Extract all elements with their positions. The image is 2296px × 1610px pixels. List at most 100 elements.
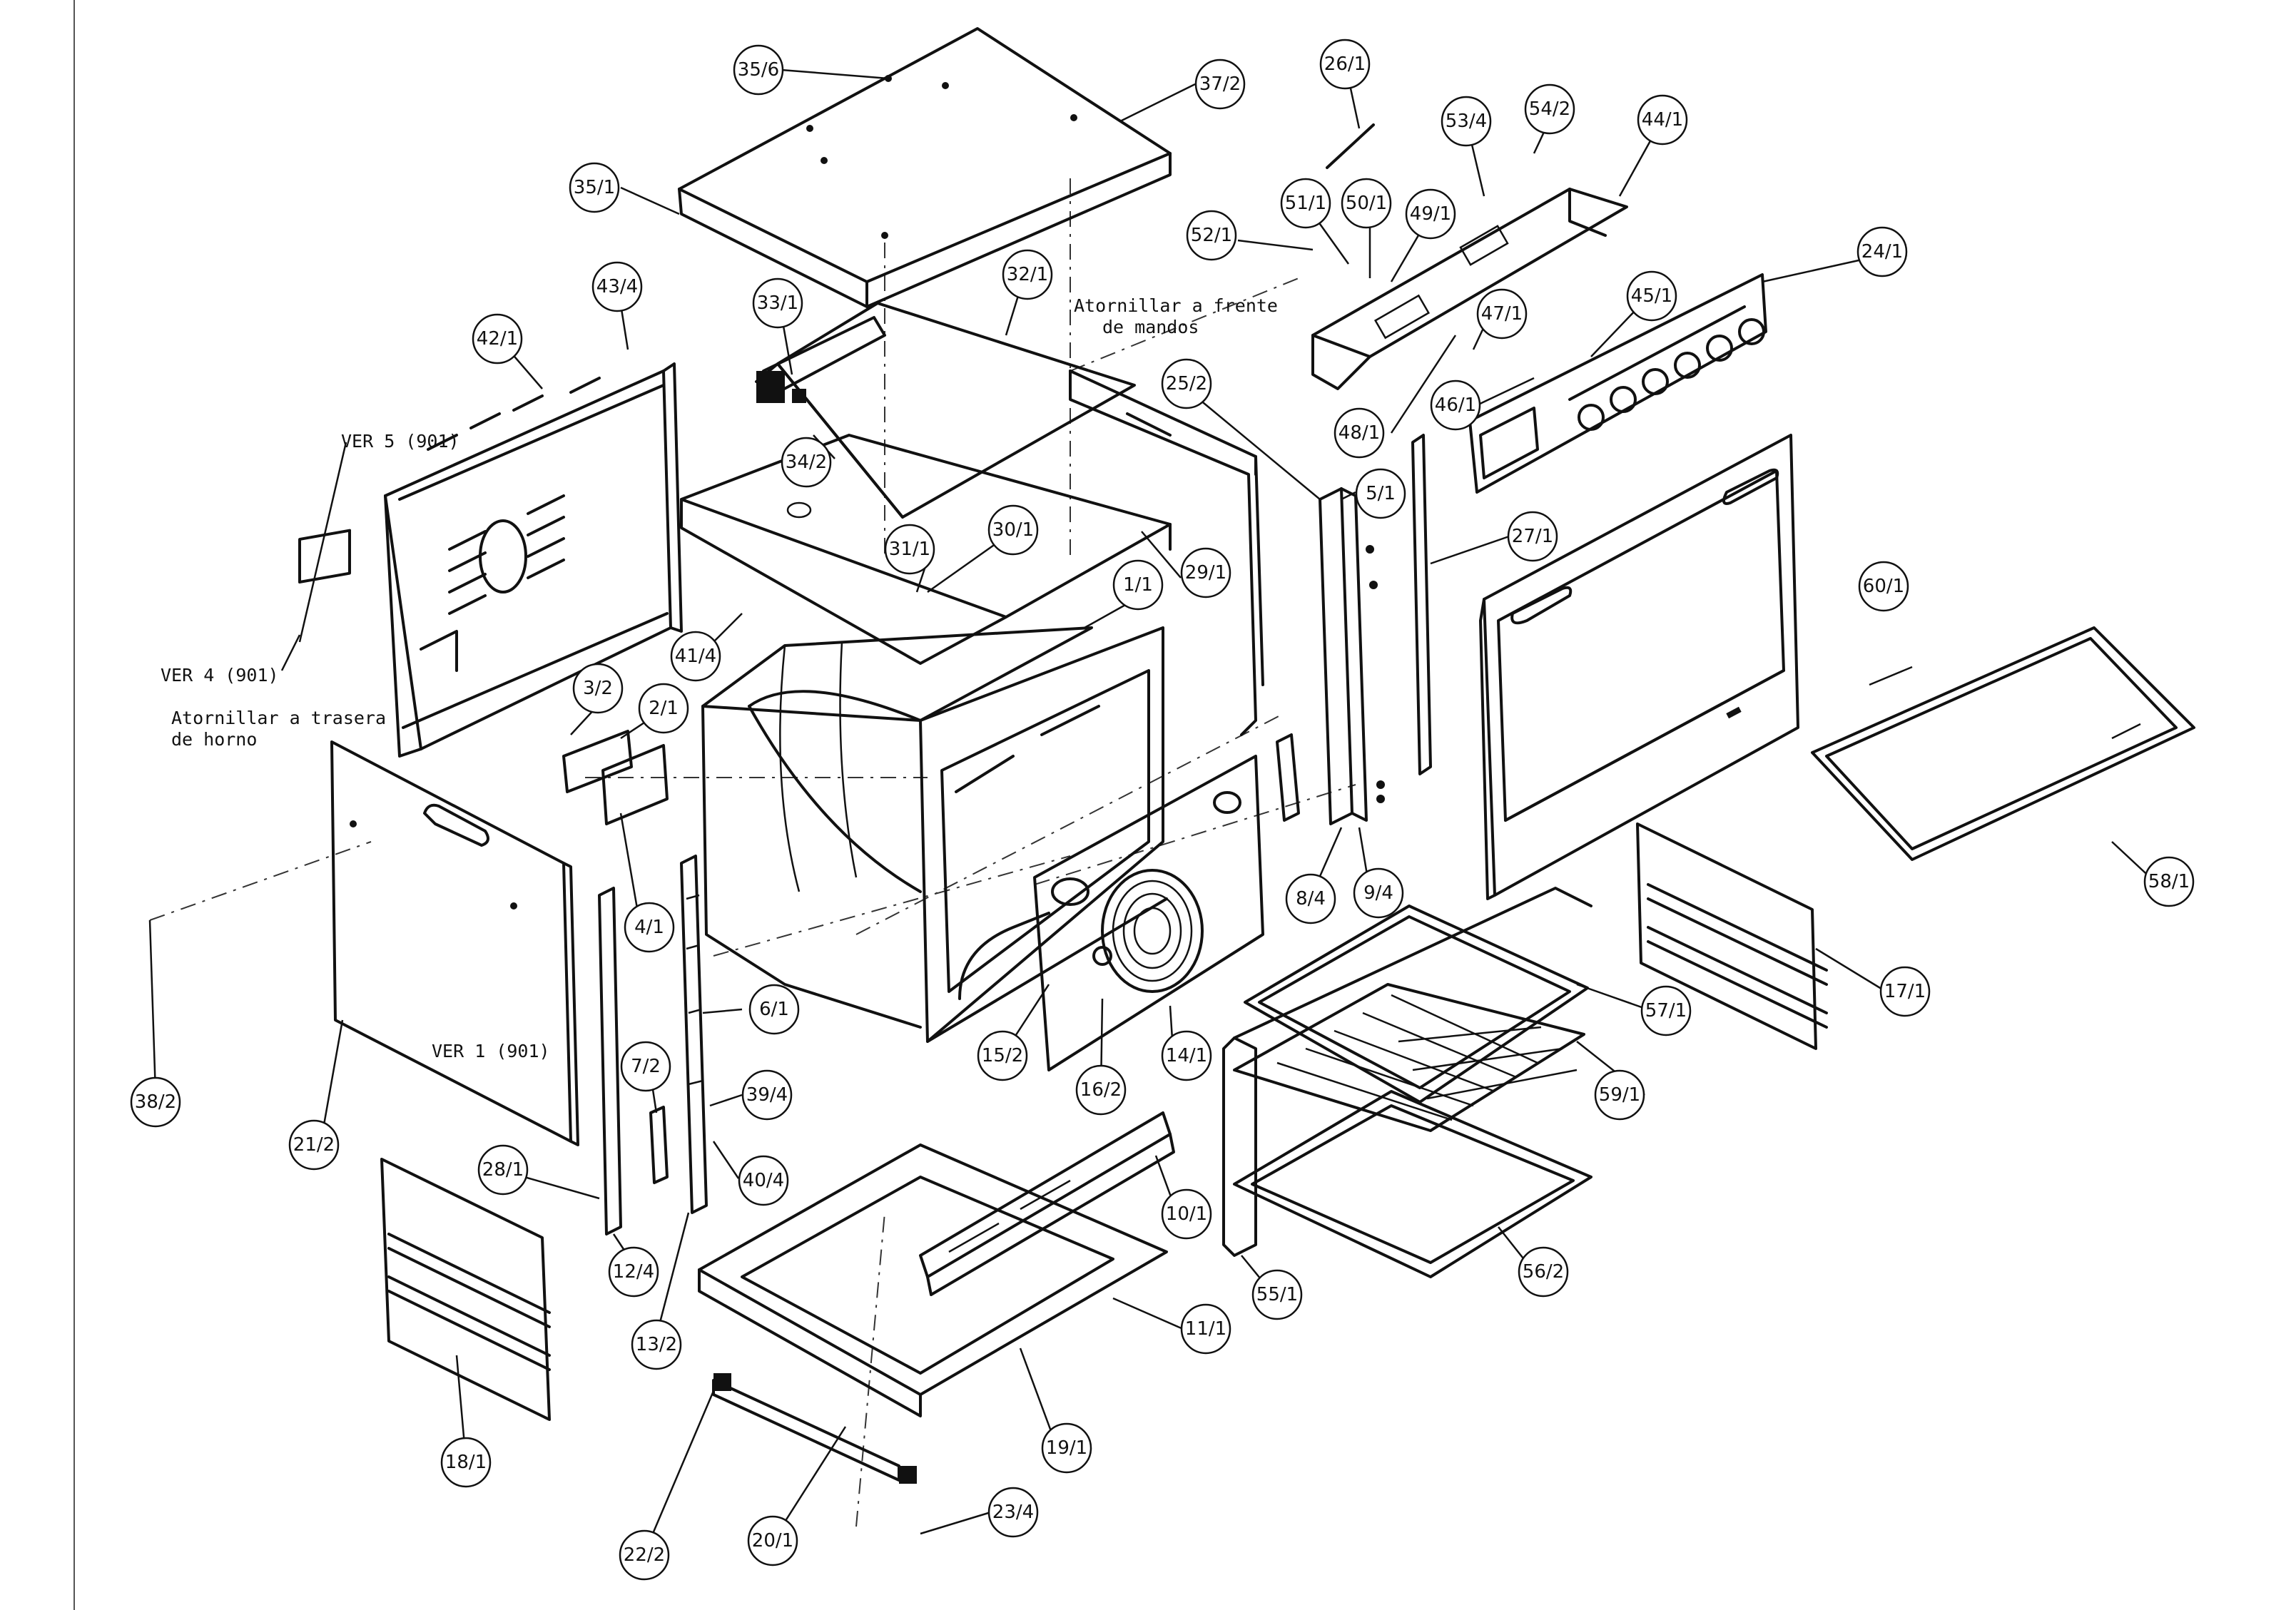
note-ver1: VER 1 (901)	[432, 1041, 550, 1061]
callout-24-1-label: 24/1	[1861, 241, 1903, 263]
front-rail-part	[712, 1373, 917, 1484]
callout-53-4: 53/4	[1441, 96, 1492, 147]
callout-33-1-label: 33/1	[757, 292, 798, 314]
callout-19-1: 19/1	[1041, 1422, 1092, 1474]
baking-tray-part	[1244, 905, 1589, 1104]
callout-3-2: 3/2	[572, 663, 624, 714]
callout-54-2-label: 54/2	[1529, 98, 1570, 120]
callout-44-1-label: 44/1	[1642, 109, 1683, 131]
callout-44-1: 44/1	[1637, 94, 1688, 146]
callout-40-4: 40/4	[738, 1155, 789, 1206]
control-panel-part	[1468, 273, 1767, 494]
callout-57-1: 57/1	[1640, 985, 1692, 1036]
callout-45-1: 45/1	[1626, 270, 1677, 322]
callout-51-1: 51/1	[1280, 178, 1331, 229]
callout-9-4: 9/4	[1353, 867, 1404, 919]
callout-49-1-label: 49/1	[1410, 203, 1451, 225]
callout-52-1: 52/1	[1186, 210, 1237, 261]
note-ver4: VER 4 (901)	[161, 665, 279, 686]
callout-38-2-label: 38/2	[135, 1091, 176, 1113]
callout-55-1-label: 55/1	[1256, 1284, 1298, 1305]
callout-10-1-label: 10/1	[1166, 1203, 1207, 1225]
callout-5-1-label: 5/1	[1366, 483, 1396, 504]
callout-56-2: 56/2	[1518, 1246, 1569, 1298]
callout-32-1: 32/1	[1002, 249, 1053, 300]
callout-14-1-label: 14/1	[1166, 1045, 1207, 1066]
left-side-panel-part	[330, 740, 579, 1146]
callout-35-1-label: 35/1	[574, 177, 615, 198]
callout-4-1: 4/1	[624, 902, 675, 953]
callout-22-2-label: 22/2	[624, 1544, 665, 1566]
callout-22-2: 22/2	[619, 1529, 670, 1581]
callout-21-2: 21/2	[288, 1119, 340, 1171]
callout-39-4-label: 39/4	[746, 1084, 788, 1106]
note-rear-line1: Atornillar a trasera	[171, 708, 386, 728]
callout-5-1: 5/1	[1355, 468, 1406, 519]
callout-40-4-label: 40/4	[743, 1170, 784, 1191]
callout-56-2-label: 56/2	[1523, 1261, 1564, 1283]
note-front-line2: de mandos	[1102, 317, 1199, 337]
callout-31-1: 31/1	[884, 524, 935, 575]
bottom-tray-part	[1233, 1090, 1593, 1278]
callout-35-1: 35/1	[569, 162, 620, 213]
callout-58-1: 58/1	[2143, 856, 2195, 907]
callout-16-2-label: 16/2	[1080, 1079, 1122, 1101]
callout-37-2: 37/2	[1194, 58, 1246, 110]
callout-33-1: 33/1	[752, 277, 803, 329]
fan-plate-part	[1033, 755, 1264, 1071]
callout-15-2: 15/2	[977, 1030, 1028, 1081]
callout-28-1-label: 28/1	[482, 1159, 524, 1181]
small-bracket-part	[649, 1106, 669, 1184]
callout-46-1-label: 46/1	[1435, 394, 1476, 416]
callout-31-1-label: 31/1	[889, 539, 930, 560]
callout-57-1-label: 57/1	[1645, 1000, 1687, 1021]
vertical-strip-part	[598, 887, 622, 1235]
callout-35-6-label: 35/6	[738, 59, 779, 81]
callout-20-1: 20/1	[747, 1515, 798, 1566]
callout-25-2-label: 25/2	[1166, 373, 1207, 394]
callout-48-1: 48/1	[1334, 407, 1385, 459]
callout-17-1: 17/1	[1879, 966, 1931, 1017]
callout-43-4: 43/4	[591, 261, 643, 312]
callout-47-1-label: 47/1	[1481, 303, 1523, 325]
terminal-block-part	[562, 730, 669, 825]
callout-3-2-label: 3/2	[583, 678, 613, 699]
callout-46-1: 46/1	[1430, 379, 1481, 431]
callout-55-1: 55/1	[1251, 1269, 1303, 1320]
callout-17-1-label: 17/1	[1884, 981, 1926, 1002]
floor-plate-part	[698, 1143, 1168, 1417]
callout-43-4-label: 43/4	[596, 276, 638, 297]
callout-7-2: 7/2	[620, 1041, 671, 1092]
callout-12-4: 12/4	[608, 1246, 659, 1298]
callout-18-1: 18/1	[440, 1437, 492, 1488]
oven-door-part	[1479, 434, 1799, 900]
callout-6-1-label: 6/1	[759, 999, 789, 1020]
callout-26-1-label: 26/1	[1324, 54, 1366, 75]
callout-60-1: 60/1	[1858, 561, 1909, 612]
callout-53-4-label: 53/4	[1446, 111, 1487, 132]
rod-part	[1326, 123, 1375, 169]
note-ver5: VER 5 (901)	[341, 431, 459, 452]
callout-47-1: 47/1	[1476, 288, 1528, 340]
callout-2-1-label: 2/1	[649, 698, 679, 719]
callout-23-4-label: 23/4	[992, 1502, 1034, 1523]
callout-50-1-label: 50/1	[1346, 193, 1387, 214]
callout-11-1: 11/1	[1180, 1303, 1231, 1355]
callout-26-1: 26/1	[1319, 39, 1371, 90]
callout-34-2-label: 34/2	[786, 452, 827, 473]
callout-20-1-label: 20/1	[752, 1530, 793, 1552]
callout-18-1-label: 18/1	[445, 1452, 487, 1473]
bracket-bar-part	[919, 1111, 1175, 1296]
callout-29-1-label: 29/1	[1185, 562, 1226, 584]
callout-45-1-label: 45/1	[1631, 285, 1672, 307]
callout-34-2: 34/2	[781, 437, 832, 488]
callout-52-1-label: 52/1	[1191, 225, 1232, 246]
oven-cavity-part	[701, 626, 1168, 1043]
callout-60-1-label: 60/1	[1863, 576, 1904, 597]
callout-42-1-label: 42/1	[477, 328, 518, 350]
door-trim-part	[1411, 434, 1432, 775]
callout-59-1: 59/1	[1594, 1069, 1645, 1121]
callout-23-4: 23/4	[987, 1487, 1039, 1538]
callout-32-1-label: 32/1	[1007, 264, 1048, 285]
